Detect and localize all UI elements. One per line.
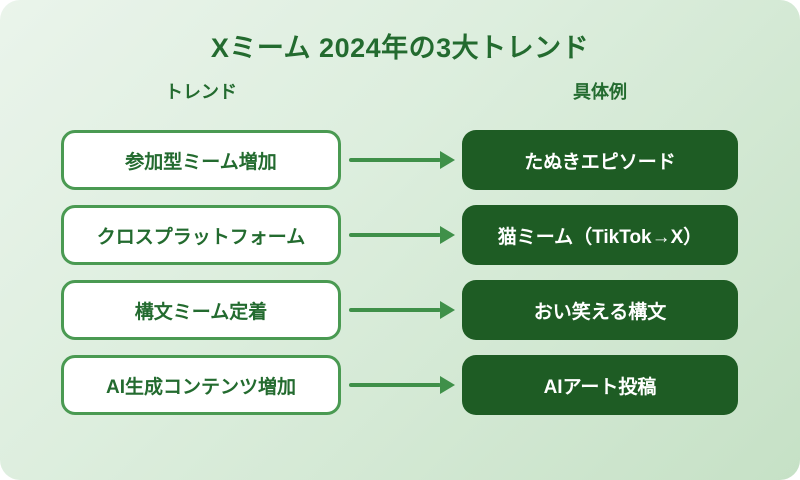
- column-header-example: 具体例: [573, 82, 627, 102]
- example-box: たぬきエピソード: [462, 130, 738, 190]
- example-box: AIアート投稿: [462, 355, 738, 415]
- diagram-row: AI生成コンテンツ増加 AIアート投稿: [0, 355, 800, 415]
- trend-box: クロスプラットフォーム: [61, 205, 341, 265]
- diagram-row: クロスプラットフォーム 猫ミーム（TikTok→X）: [0, 205, 800, 265]
- example-box: 猫ミーム（TikTok→X）: [462, 205, 738, 265]
- page-title: Xミーム 2024年の3大トレンド: [210, 33, 590, 63]
- trend-box: 構文ミーム定着: [61, 280, 341, 340]
- right-arrow-icon: [349, 226, 455, 244]
- diagram-row: 構文ミーム定着 おい笑える構文: [0, 280, 800, 340]
- diagram-row: 参加型ミーム増加 たぬきエピソード: [0, 130, 800, 190]
- trend-box: 参加型ミーム増加: [61, 130, 341, 190]
- right-arrow-icon: [349, 376, 455, 394]
- trend-box: AI生成コンテンツ増加: [61, 355, 341, 415]
- example-box: おい笑える構文: [462, 280, 738, 340]
- column-header-trend: トレンド: [165, 82, 237, 102]
- right-arrow-icon: [349, 151, 455, 169]
- right-arrow-icon: [349, 301, 455, 319]
